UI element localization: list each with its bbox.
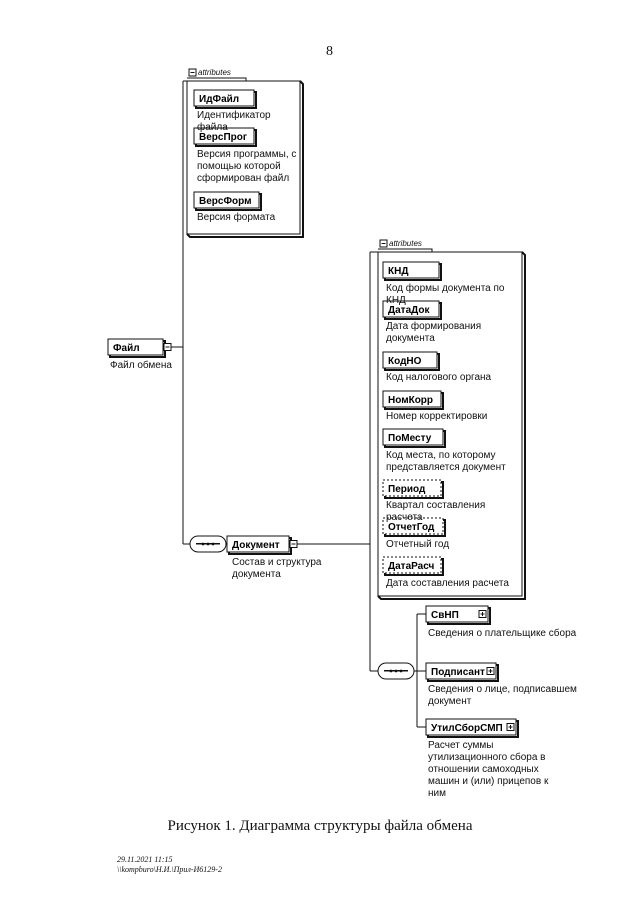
file-attribute-box: ИдФайл: [193, 89, 257, 109]
root-element-box-name: Файл: [113, 343, 140, 354]
document-attribute-box: КодНО: [382, 351, 440, 371]
document-attribute-box: ОтчетГод: [382, 517, 446, 537]
document-child-box-name: Подписант: [431, 667, 485, 678]
document-child-desc: Расчет суммы утилизационного сбора в отн…: [428, 740, 549, 799]
document-child-box-name: УтилСборСМП: [431, 722, 503, 734]
document-element-desc: Состав и структура документа: [232, 557, 322, 580]
document-attribute-box-name: ДатаРасч: [388, 561, 435, 572]
document-attribute-desc: Номер корректировки: [386, 411, 488, 422]
file-attributes-title: attributes: [198, 68, 231, 77]
document-child-box: Подписант: [425, 662, 499, 682]
document-attribute-box-name: Период: [388, 484, 426, 495]
document-attribute-desc: Квартал составления расчета: [386, 500, 486, 523]
document-child-desc: Сведения о плательщике сбора: [428, 628, 577, 639]
page-number: 8: [326, 44, 333, 59]
document-attribute-box: ДатаРасч: [382, 556, 444, 576]
file-attribute-box: ВерсФорм: [193, 191, 262, 211]
file-attribute-box: ВерсПрог: [193, 127, 257, 147]
document-attribute-box-name: ОтчетГод: [388, 522, 435, 533]
file-attribute-box-name: ВерсФорм: [199, 196, 251, 207]
document-attribute-box-name: ДатаДок: [388, 305, 430, 316]
document-attribute-box-name: ПоМесту: [388, 433, 432, 444]
file-attribute-box-name: ВерсПрог: [199, 132, 247, 143]
document-element-box: Документ: [226, 535, 298, 555]
footer-timestamp: 29.11.2021 11:15: [117, 855, 173, 864]
document-attribute-box: НомКорр: [382, 390, 444, 410]
document-attribute-desc: Дата составления расчета: [386, 578, 509, 589]
document-attribute-desc: Код места, по которому представляется до…: [386, 450, 506, 473]
file-attribute-desc: Версия программы, с помощью которой сфор…: [197, 149, 297, 184]
document-element-box-name: Документ: [232, 540, 280, 551]
document-attribute-box: ДатаДок: [382, 300, 442, 320]
file-attribute-desc: Версия формата: [197, 212, 276, 223]
document-child-box-name: СвНП: [431, 610, 459, 621]
document-attribute-box: Период: [382, 479, 444, 499]
footer-path: \\kompburo\Н.И.\Прил-И6129-2: [117, 865, 222, 874]
document-attribute-box: ПоМесту: [382, 428, 446, 448]
document-child-box: УтилСборСМП: [425, 718, 519, 738]
document-child-box: СвНП: [425, 605, 491, 625]
document-attribute-desc: Отчетный год: [386, 539, 450, 550]
document-child-desc: Сведения о лице, подписавшем документ: [428, 684, 577, 707]
document-attributes-title: attributes: [389, 239, 422, 248]
file-attribute-desc: Идентификатор файла: [197, 110, 271, 133]
document-attribute-box-name: КодНО: [388, 356, 422, 367]
document-attribute-box-name: НомКорр: [388, 395, 433, 406]
document-attribute-box: КНД: [382, 261, 442, 281]
document-attribute-desc: Код формы документа по КНД: [386, 283, 505, 306]
root-element-box: Файл: [107, 338, 172, 358]
file-attribute-box-name: ИдФайл: [199, 94, 239, 105]
figure-caption: Рисунок 1. Диаграмма структуры файла обм…: [167, 818, 473, 834]
root-element-desc: Файл обмена: [110, 360, 172, 371]
document-attribute-desc: Дата формирования документа: [386, 321, 482, 344]
document-attribute-box-name: КНД: [388, 266, 408, 277]
document-attribute-desc: Код налогового органа: [386, 372, 492, 383]
